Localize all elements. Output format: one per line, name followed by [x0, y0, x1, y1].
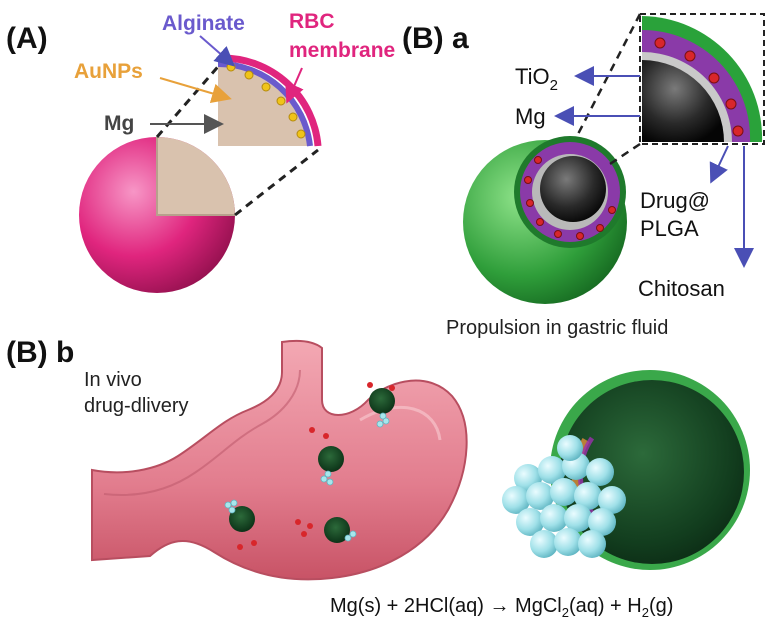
rbc-label-line1: RBC [289, 10, 335, 33]
chitosan-label: Chitosan [638, 276, 725, 301]
panel-bb: (B) b In vivo drug-dlivery [6, 336, 750, 620]
panel-ba-label: (B) a [402, 22, 469, 55]
ba-caption: Propulsion in gastric fluid [446, 317, 668, 339]
invivo-line2: drug-dlivery [84, 395, 188, 417]
panel-bb-label: (B) b [6, 336, 74, 369]
zoom-line-b2 [610, 144, 640, 164]
alginate-label: Alginate [162, 12, 245, 35]
rbc-label-line2: membrane [289, 39, 395, 62]
stomach [92, 341, 467, 580]
panel-a-label: (A) [6, 22, 48, 55]
mg-label-b: Mg [515, 104, 546, 129]
zoom-content [642, 16, 762, 142]
drug-label-line2: PLGA [640, 216, 699, 241]
mg-label-a: Mg [104, 112, 134, 135]
zoom-line-bottom [235, 150, 318, 215]
mg-core-cutaway [157, 137, 235, 215]
panel-ba: (B) a [402, 14, 764, 339]
panel-a: (A) Alginate RBC membrane AuNPs Mg [6, 10, 395, 293]
aunps-label: AuNPs [74, 60, 143, 83]
reaction-equation: Mg(s) + 2HCl(aq) → MgCl2(aq) + H2(g) [330, 595, 673, 620]
tio2-label: TiO2 [515, 64, 558, 94]
mg-core-b [540, 156, 606, 222]
invivo-line1: In vivo [84, 369, 142, 391]
drug-label-line1: Drug@ [640, 188, 710, 213]
zoom-line-top [157, 62, 222, 137]
